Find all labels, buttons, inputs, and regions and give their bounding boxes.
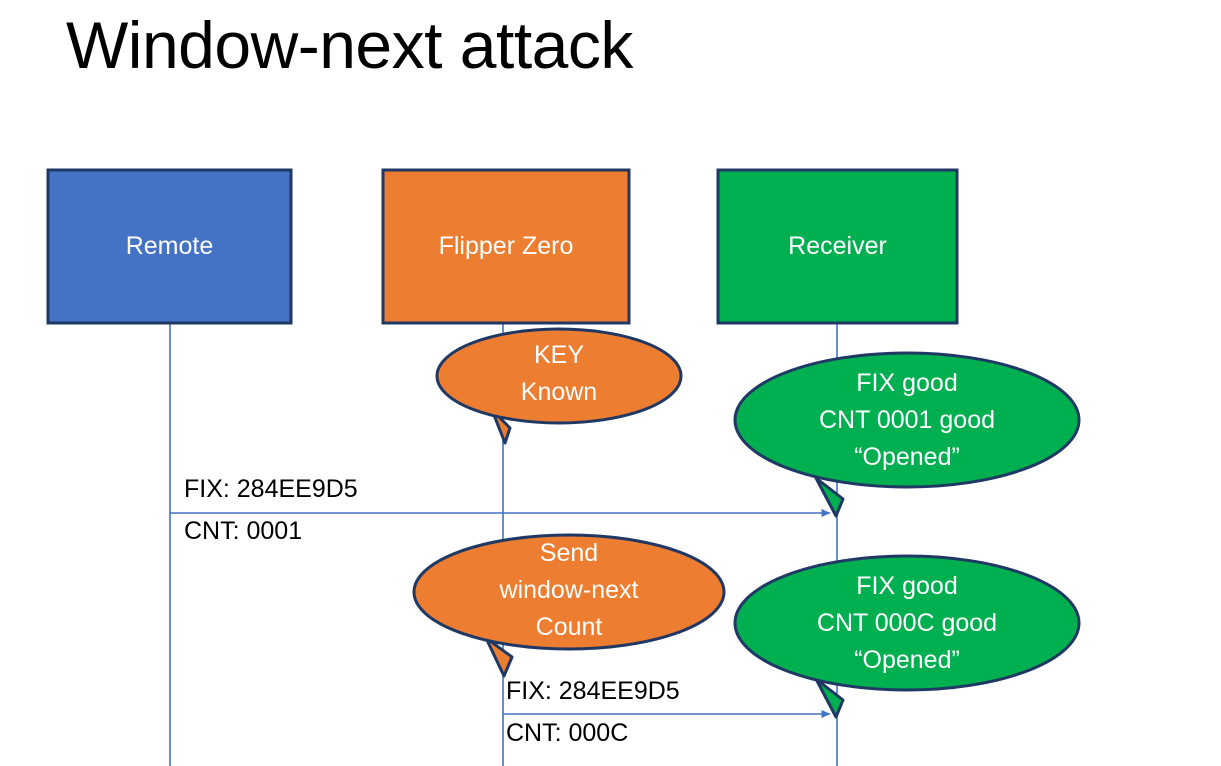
speech-bubble-key-known[interactable] [435,327,683,445]
speech-bubble-send-window-next[interactable] [412,533,726,678]
bubble-body-receiver-ok-0001 [733,351,1081,489]
actor-box-receiver[interactable] [716,168,959,325]
bubble-body-key-known [435,327,683,425]
message-2-cnt-label: CNT: 000C [506,719,629,747]
speech-bubble-receiver-ok-000c[interactable] [733,554,1081,719]
speech-bubble-receiver-ok-0001[interactable] [733,351,1081,518]
message-1-cnt-label: CNT: 0001 [184,517,303,545]
message-1-fix-label: FIX: 284EE9D5 [184,475,358,503]
page-title: Window-next attack [66,8,633,82]
bubble-tail-receiver-ok-000c [814,677,845,719]
actor-box-flipper[interactable] [381,168,631,325]
bubble-body-send-window-next [412,533,726,651]
message-2-fix-label: FIX: 284EE9D5 [506,677,680,705]
bubble-tail-send-window-next [484,636,514,678]
bubble-tail-receiver-ok-0001 [814,476,845,518]
actor-box-remote[interactable] [46,168,293,325]
bubble-body-receiver-ok-000c [733,554,1081,692]
